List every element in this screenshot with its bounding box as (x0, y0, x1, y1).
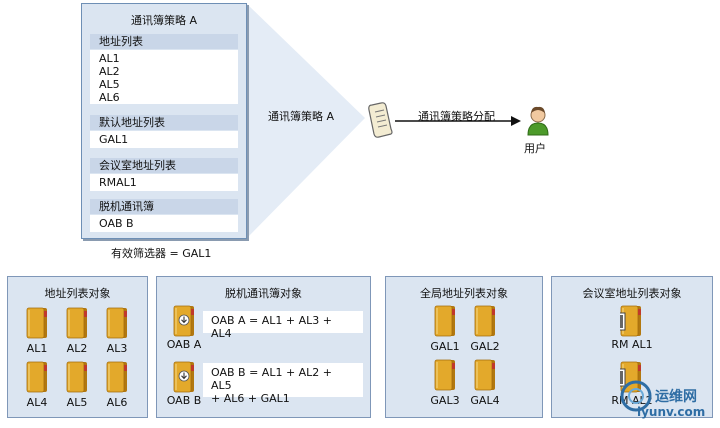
policy-title: 通讯簿策略 A (130, 14, 198, 27)
section-header-default-list: 默认地址列表 (90, 115, 238, 130)
group-title: 会议室地址列表对象 (582, 287, 682, 300)
watermark-text: 运维网 (655, 389, 697, 405)
section-header-room-list: 会议室地址列表 (90, 158, 238, 173)
user-label: 用户 (524, 142, 546, 155)
formula-line: OAB A = AL1 + AL3 + AL4 (211, 314, 332, 340)
address-book-icon (434, 359, 456, 391)
room-book-icon (620, 305, 642, 337)
offline-book-icon (173, 305, 195, 337)
section-body-default-list: GAL1 (90, 131, 238, 148)
book-label: RM AL1 (611, 338, 653, 351)
book-label: AL2 (66, 342, 88, 355)
group-global-lists: 全局地址列表对象 GAL1 GAL2 GAL3 GAL4 (385, 276, 543, 418)
section-body-address-lists: AL1 AL2 AL5 AL6 (90, 50, 238, 104)
list-item: AL6 (99, 91, 120, 104)
address-book-icon (66, 307, 88, 339)
section-header-address-lists: 地址列表 (90, 34, 238, 49)
formula-line: + AL6 + GAL1 (211, 392, 290, 405)
arrow-icon (395, 116, 521, 126)
address-book-icon (474, 359, 496, 391)
book-label: GAL3 (430, 394, 460, 407)
address-book-icon (434, 305, 456, 337)
list-item: GAL1 (99, 133, 129, 146)
address-book-icon (106, 361, 128, 393)
watermark-logo-icon (620, 380, 652, 412)
group-title: 地址列表对象 (44, 287, 111, 300)
room-book-icon (620, 361, 642, 393)
book-label: OAB A (166, 338, 202, 351)
section-header-offline-book: 脱机通讯簿 (90, 199, 238, 214)
group-title: 全局地址列表对象 (420, 287, 508, 300)
list-item: AL2 (99, 65, 120, 78)
book-label: AL6 (106, 396, 128, 409)
assignment-label: 通讯簿策略分配 (418, 110, 495, 123)
formula-line: OAB B = AL1 + AL2 + AL5 (211, 366, 333, 392)
oab-formula: OAB B = AL1 + AL2 + AL5 + AL6 + GAL1 (203, 363, 363, 405)
book-label: GAL1 (430, 340, 460, 353)
oab-formula: OAB A = AL1 + AL3 + AL4 (203, 311, 363, 340)
section-body-offline-book: OAB B (90, 215, 238, 232)
address-book-icon (474, 305, 496, 337)
policy-panel: 通讯簿策略 A 地址列表 AL1 AL2 AL5 AL6 默认地址列表 GAL1… (81, 3, 247, 239)
book-label: AL4 (26, 396, 48, 409)
book-label: AL3 (106, 342, 128, 355)
list-item: OAB B (99, 217, 134, 230)
address-book-icon (106, 307, 128, 339)
policy-label: 通讯簿策略 A (268, 110, 335, 123)
user-icon (527, 106, 549, 136)
group-room-lists: 会议室地址列表对象 RM AL1 RM AL2 (551, 276, 713, 418)
list-item: AL1 (99, 52, 120, 65)
offline-book-icon (173, 361, 195, 393)
list-item: AL5 (99, 78, 120, 91)
filter-label: 有效筛选器 = GAL1 (111, 247, 212, 260)
group-address-lists: 地址列表对象 AL1 AL2 AL3 AL4 AL5 AL6 (7, 276, 148, 418)
book-label: OAB B (166, 394, 202, 407)
scroll-icon (368, 102, 393, 138)
book-label: AL1 (26, 342, 48, 355)
book-label: GAL4 (470, 394, 500, 407)
address-book-icon (26, 307, 48, 339)
address-book-icon (66, 361, 88, 393)
book-label: AL5 (66, 396, 88, 409)
address-book-icon (26, 361, 48, 393)
book-label: GAL2 (470, 340, 500, 353)
group-offline-books: 脱机通讯簿对象 OAB A OAB A = AL1 + AL3 + AL4 OA… (156, 276, 371, 418)
section-body-room-list: RMAL1 (90, 174, 238, 191)
group-title: 脱机通讯簿对象 (225, 287, 302, 300)
list-item: RMAL1 (99, 176, 137, 189)
watermark-url: iyunv.com (637, 405, 706, 419)
